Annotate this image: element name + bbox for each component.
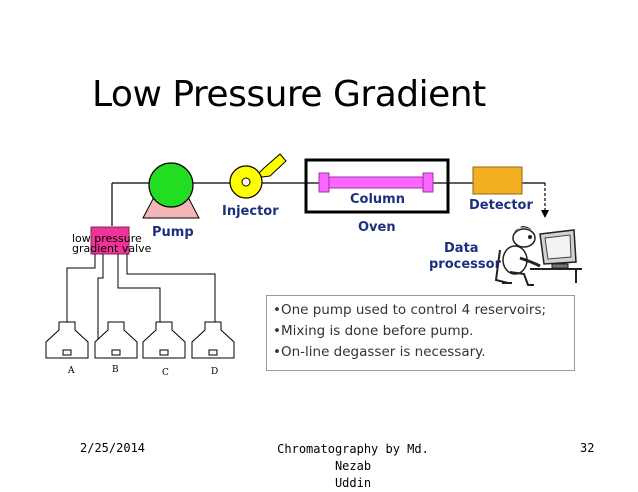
injector-port bbox=[241, 177, 251, 187]
slide-title: Low Pressure Gradient bbox=[92, 74, 486, 115]
reservoir-label-d: D bbox=[211, 367, 218, 377]
data-processor-label-2: processor bbox=[429, 257, 502, 272]
reservoir-tubing bbox=[66, 254, 216, 340]
injector-handle bbox=[252, 153, 287, 179]
valve-label-1: low pressure bbox=[72, 232, 142, 245]
outlet-arrow-icon bbox=[541, 210, 549, 218]
note-item: •Mixing is done before pump. bbox=[273, 323, 474, 339]
pump-label: Pump bbox=[152, 225, 194, 240]
reservoir-label-b: B bbox=[112, 365, 119, 375]
reservoir-d bbox=[191, 321, 235, 359]
footer-date: 2/25/2014 bbox=[80, 441, 146, 455]
reservoir-b bbox=[94, 321, 138, 359]
column-label: Column bbox=[350, 192, 405, 207]
column-right-fitting bbox=[422, 172, 434, 193]
column-tube bbox=[327, 176, 425, 189]
oven-label: Oven bbox=[358, 220, 396, 235]
injector bbox=[229, 153, 287, 199]
pump-head bbox=[148, 162, 194, 208]
detector-box bbox=[472, 166, 523, 195]
data-processor-person-icon bbox=[494, 226, 582, 286]
detector-label: Detector bbox=[469, 198, 533, 213]
pump bbox=[142, 162, 200, 219]
footer-page-number: 32 bbox=[580, 441, 595, 455]
note-item: •One pump used to control 4 reservoirs; bbox=[273, 302, 547, 318]
footer-author-line-1: Chromatography by Md. Nezab bbox=[277, 442, 429, 473]
gradient-valve bbox=[90, 226, 130, 255]
footer-author: Chromatography by Md. Nezab Uddin bbox=[258, 441, 448, 492]
reservoir-c bbox=[142, 321, 186, 359]
reservoir-label-c: C bbox=[162, 368, 169, 378]
notes-box: •One pump used to control 4 reservoirs; … bbox=[266, 295, 575, 371]
data-processor-label-1: Data bbox=[444, 241, 479, 256]
note-item: •On-line degasser is necessary. bbox=[273, 344, 486, 360]
valve-label-2: gradient valve bbox=[72, 242, 152, 255]
hplc-diagram: Pump Injector Column Oven Detector Data … bbox=[45, 153, 582, 378]
column-left-fitting bbox=[318, 172, 330, 193]
injector-label: Injector bbox=[222, 204, 279, 219]
reservoir-label-a: A bbox=[67, 366, 75, 376]
reservoir-a bbox=[45, 321, 89, 359]
